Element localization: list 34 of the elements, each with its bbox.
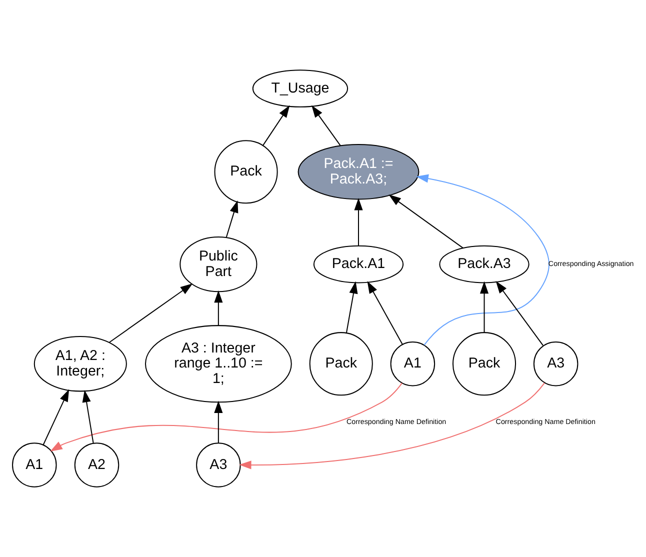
node-circle: A3 <box>196 442 241 488</box>
arrow <box>312 105 341 146</box>
arrow <box>82 390 94 444</box>
node-circle: Pack <box>452 332 516 396</box>
arrow <box>367 281 403 344</box>
node-ellipse: Public Part <box>180 236 258 292</box>
arrow <box>388 194 464 248</box>
node-ellipse: Pack.A1 <box>313 245 404 284</box>
arrow <box>50 382 402 452</box>
node-ellipse: Pack.A3 <box>439 245 530 284</box>
node-circle: A1 <box>390 341 436 386</box>
node-ellipse: A3 : Integer range 1..10 := 1; <box>144 325 292 403</box>
arrow <box>226 200 238 238</box>
arrow <box>262 105 290 146</box>
arrow <box>354 198 363 246</box>
node-circle: Pack <box>309 332 373 396</box>
node-circle: A2 <box>74 442 120 488</box>
node-ellipse: Pack.A1 := Pack.A3; <box>298 144 420 200</box>
edge-label: Corresponding Name Definition <box>496 418 596 426</box>
arrow <box>214 400 223 443</box>
arrow <box>214 290 223 326</box>
arrow <box>42 389 70 446</box>
node-circle: A1 <box>12 442 57 488</box>
arrow <box>496 281 544 346</box>
arrow <box>239 382 545 470</box>
node-ellipse: T_Usage <box>252 70 348 108</box>
edge-label: Corresponding Name Definition <box>346 418 446 426</box>
node-circle: Pack <box>214 140 278 204</box>
arrow <box>480 281 489 332</box>
node-circle: A3 <box>533 341 578 386</box>
node-ellipse: A1, A2 : Integer; <box>34 336 127 392</box>
arrow <box>109 284 193 343</box>
arrow <box>346 281 358 334</box>
arrow <box>416 174 550 346</box>
